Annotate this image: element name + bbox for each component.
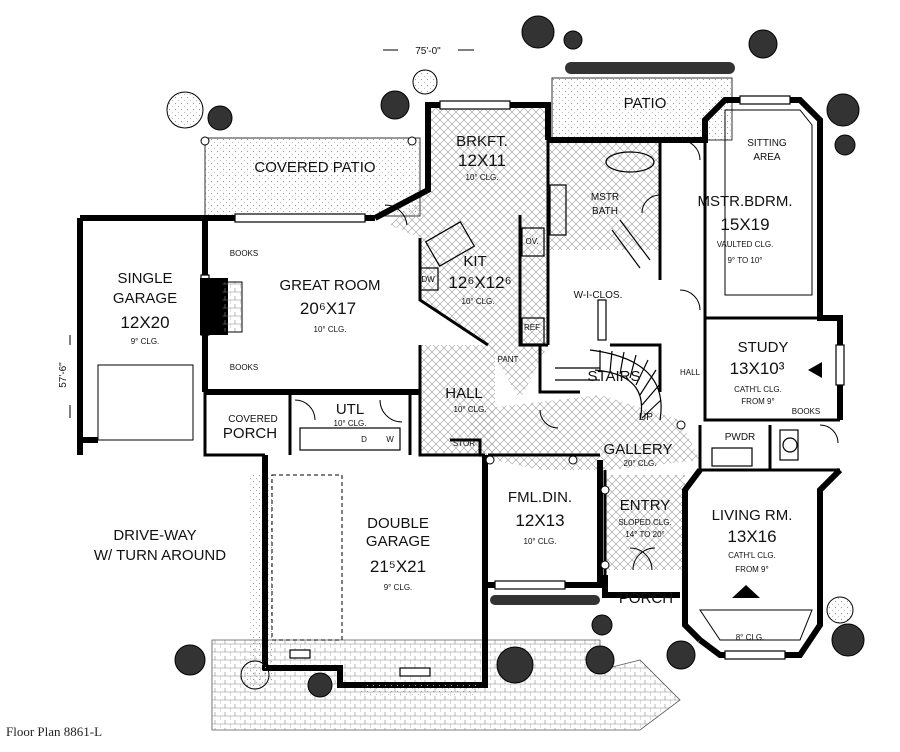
mstr-bdrm-clg1: VAULTED CLG.: [717, 240, 774, 249]
overall-depth: 57'-6": [58, 362, 69, 388]
dw-label: DW: [421, 275, 435, 284]
columns: [200, 136, 686, 570]
single-garage-name1: SINGLE: [117, 270, 172, 287]
hall-right-label: HALL: [680, 368, 701, 377]
entry-clg1: SLOPED CLG.: [618, 518, 671, 527]
books-label-1: BOOKS: [230, 249, 258, 258]
living-clg2: FROM 9°: [735, 565, 768, 574]
sitting-l1: SITTING: [747, 138, 787, 149]
hedges: [360, 62, 735, 695]
study-clg2: FROM 9°: [741, 397, 774, 406]
stairs-label: STAIRS: [587, 368, 640, 385]
brkft-name: BRKFT.: [456, 133, 508, 150]
study-name: STUDY: [738, 339, 789, 356]
porch-label: PORCH: [619, 590, 673, 607]
covered-porch-l1: COVERED: [228, 414, 277, 425]
great-room-size: 20⁶X17: [300, 299, 356, 318]
stor-label: STOR: [453, 439, 475, 448]
double-garage-size: 21⁵X21: [370, 557, 426, 576]
great-room-clg: 10° CLG.: [314, 325, 347, 334]
double-garage-name1: DOUBLE: [367, 515, 429, 532]
double-garage-door: [271, 474, 343, 641]
doors: [294, 139, 839, 571]
plan-caption: Floor Plan 8861-L: [6, 724, 103, 739]
single-garage-name2: GARAGE: [113, 290, 177, 307]
dimension-arrows: [69, 49, 474, 418]
driveway-l2: W/ TURN AROUND: [94, 547, 226, 564]
study-size: 13X10³: [730, 359, 785, 378]
mstr-bath-l1: MSTR: [591, 192, 619, 203]
gallery-floor: [470, 395, 700, 470]
washer-label: W: [386, 435, 394, 444]
living-bay: [699, 609, 813, 641]
fml-din-size: 12X13: [515, 511, 564, 530]
patio-label: PATIO: [624, 95, 667, 112]
pwdr-label: PWDR: [725, 432, 756, 443]
mstr-bath-floor: [548, 140, 660, 250]
gallery-clg: 20° CLG.: [624, 459, 657, 468]
kit-clg: 10° CLG.: [462, 297, 495, 306]
landscape-shrubs: [166, 15, 865, 698]
windows: [200, 95, 845, 677]
brkft-clg: 10° CLG.: [466, 173, 499, 182]
driveway-l1: DRIVE-WAY: [113, 527, 196, 544]
up-label: UP: [639, 412, 653, 423]
gallery-name: GALLERY: [604, 441, 673, 458]
entry-clg2: 14° TO 20°: [625, 530, 664, 539]
fixtures: [299, 151, 799, 467]
double-garage-name2: GARAGE: [366, 533, 430, 550]
mstr-bath-l2: BATH: [592, 206, 618, 217]
living-clg1: CATH'L CLG.: [728, 551, 776, 560]
ref-label: REF: [524, 323, 540, 332]
sitting-l2: AREA: [753, 152, 781, 163]
fireplace: [200, 278, 243, 335]
interior-walls: [203, 140, 840, 575]
sitting-area-bay: [724, 109, 813, 296]
stairs: [555, 349, 662, 421]
overall-width: 75'-0": [415, 46, 441, 57]
hall-clg: 10° CLG.: [454, 405, 487, 414]
books-label-3: BOOKS: [792, 407, 820, 416]
brkft-size: 12X11: [458, 151, 506, 170]
living-clg3: 8° CLG.: [736, 633, 765, 642]
living-fireplace: [732, 585, 760, 598]
fml-din-clg: 10° CLG.: [524, 537, 557, 546]
oven-label: OV.: [525, 237, 538, 246]
books-label-2: BOOKS: [230, 363, 258, 372]
entry-name: ENTRY: [620, 497, 671, 514]
mstr-bdrm-size: 15X19: [720, 215, 769, 234]
dryer-label: D: [361, 435, 367, 444]
kit-name: KIT: [463, 253, 486, 270]
covered-porch-l2: PORCH: [223, 425, 277, 442]
great-room-name: GREAT ROOM: [279, 277, 380, 294]
utl-name: UTL: [336, 401, 364, 418]
covered-patio-label: COVERED PATIO: [254, 159, 375, 176]
living-name: LIVING RM.: [712, 507, 793, 524]
fml-din-name: FML.DIN.: [508, 489, 572, 506]
wic-label: W-I-CLOS.: [574, 290, 623, 301]
mstr-bdrm-name: MSTR.BDRM.: [698, 193, 793, 210]
hall-name: HALL: [445, 385, 483, 402]
single-garage-size: 12X20: [120, 313, 169, 332]
living-size: 13X16: [727, 527, 776, 546]
double-garage-clg: 9° CLG.: [384, 583, 413, 592]
pant-label: PANT: [498, 355, 519, 364]
mstr-bdrm-clg2: 9° TO 10°: [727, 256, 762, 265]
study-clg1: CATH'L CLG.: [734, 385, 782, 394]
single-garage-door: [97, 364, 194, 441]
single-garage-clg: 9° CLG.: [131, 337, 160, 346]
covered-patio-area: [204, 137, 421, 217]
kit-size: 12⁶X12⁶: [448, 273, 511, 292]
study-fireplace: [808, 362, 822, 378]
utl-clg: 10° CLG.: [334, 419, 367, 428]
